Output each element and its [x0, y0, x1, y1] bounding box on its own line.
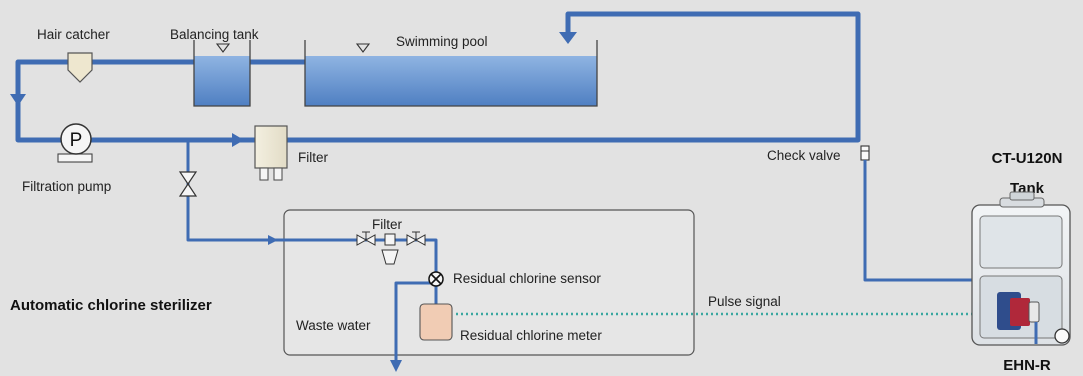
tank-valve-icon [1054, 328, 1070, 344]
water-level-marker-balancing [215, 43, 231, 53]
filtration-pump: P Filtration pump [22, 123, 111, 194]
waste-water-arrow [390, 360, 402, 372]
residual-chlorine-sensor: Residual chlorine sensor [428, 271, 601, 287]
sample-filter-label: Filter [372, 217, 403, 232]
residual-chlorine-meter-label: Residual chlorine meter [460, 328, 602, 343]
check-valve-label: Check valve [767, 148, 841, 163]
flow-arrow-down-left [10, 94, 26, 106]
dosing-pump-ehn-r [997, 292, 1040, 344]
chemical-tank-unit: CT-U120N Tank EHN-R [971, 150, 1071, 374]
sample-valve-left [356, 231, 376, 246]
flow-arrow-down-right [559, 32, 577, 44]
balancing-tank: Balancing tank [170, 27, 259, 107]
pulse-signal-label: Pulse signal [708, 294, 781, 309]
flow-arrows [10, 32, 577, 245]
balancing-tank-label: Balancing tank [170, 27, 259, 42]
filtration-pump-label: Filtration pump [22, 179, 111, 194]
main-filter: Filter [254, 125, 329, 181]
main-filter-label: Filter [298, 150, 329, 165]
pulse-signal: Pulse signal [456, 294, 1000, 316]
sample-valve-right [406, 231, 426, 246]
check-valve: Check valve [767, 145, 870, 163]
sample-filter: Filter [372, 217, 403, 265]
water-level-marker-pool [355, 43, 371, 53]
pump-symbol: P [70, 130, 83, 151]
bypass-valve [178, 171, 198, 197]
hair-catcher: Hair catcher [37, 27, 110, 83]
tank-cap [1009, 191, 1035, 201]
hair-catcher-label: Hair catcher [37, 27, 110, 42]
swimming-pool: Swimming pool [304, 34, 598, 107]
flow-arrow-sterilizer-in [268, 235, 278, 245]
residual-chlorine-sensor-label: Residual chlorine sensor [453, 271, 601, 286]
flow-arrow-right [232, 133, 244, 147]
automatic-chlorine-sterilizer: Automatic chlorine sterilizer Filter [10, 209, 695, 372]
swimming-pool-label: Swimming pool [396, 34, 488, 49]
residual-chlorine-meter: Residual chlorine meter [419, 303, 602, 343]
tank-model-label: CT-U120N [992, 150, 1063, 167]
pump-model-label: EHN-R [1003, 357, 1051, 374]
waste-water-label: Waste water [296, 318, 371, 333]
sterilizer-label: Automatic chlorine sterilizer [10, 297, 212, 314]
